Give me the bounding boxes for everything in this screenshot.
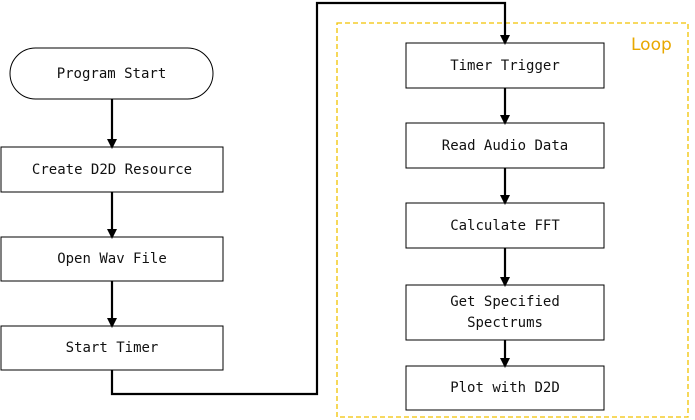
get-specified-spectrums-node [405, 284, 605, 341]
loop-label: Loop [631, 35, 672, 55]
create-d2d-resource-label: Create D2D Resource [32, 162, 192, 178]
plot-with-d2d-node [405, 365, 605, 411]
read-audio-data-node [405, 122, 605, 169]
create-d2d-resource-node [0, 146, 224, 193]
start-timer-label: Start Timer [66, 340, 159, 356]
arrow-start-timer-to-timer-trigger [110, 1, 510, 396]
program-start-label: Program Start [57, 66, 167, 82]
plot-with-d2d-label: Plot with D2D [450, 380, 560, 396]
loop-region [336, 22, 689, 418]
calculate-fft-node [405, 202, 605, 249]
calculate-fft-label: Calculate FFT [450, 218, 560, 234]
timer-trigger-node [405, 42, 605, 89]
timer-trigger-label: Timer Trigger [450, 58, 560, 74]
get-specified-spectrums-label-line1: Get Specified [450, 294, 560, 310]
get-specified-spectrums-label-line2: Spectrums [467, 315, 543, 331]
start-timer-node [0, 325, 224, 371]
read-audio-data-label: Read Audio Data [442, 138, 568, 154]
open-wav-file-label: Open Wav File [57, 251, 167, 267]
